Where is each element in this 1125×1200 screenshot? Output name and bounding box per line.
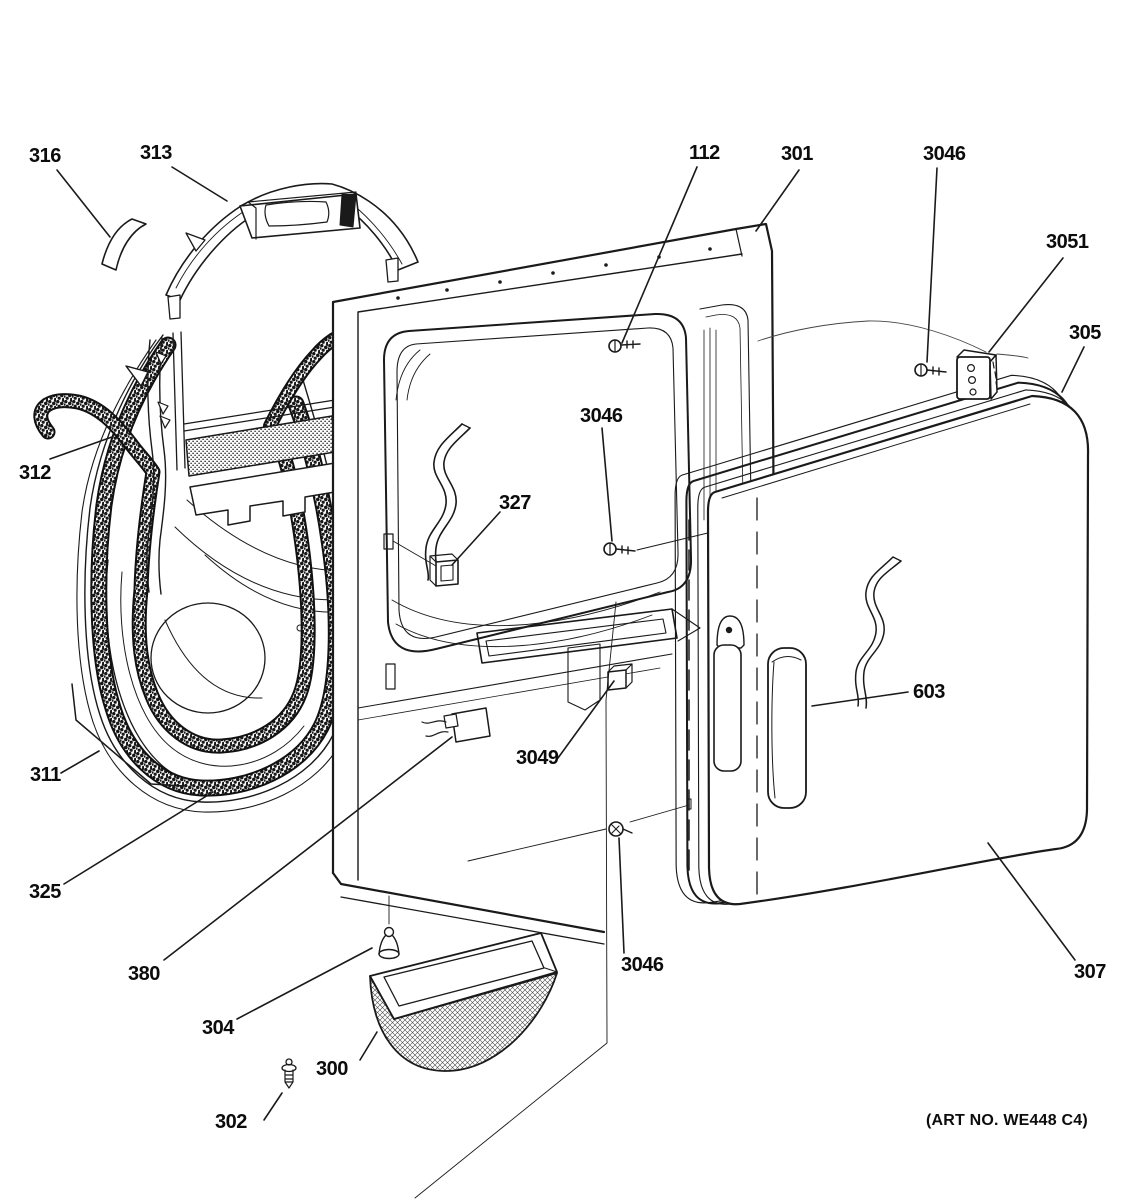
bulkhead-front [125,331,336,595]
part-label-3046-top: 3046 [923,143,966,165]
screw-112 [608,339,641,353]
felt-seal-loop [90,332,345,797]
part-label-380: 380 [128,963,160,985]
part-label-312: 312 [19,462,51,484]
part-label-313: 313 [140,142,172,164]
part-label-3046-low: 3046 [621,954,664,976]
assembly-bracket-line [71,683,185,787]
cone-bumper-304 [378,926,400,960]
part-label-327: 327 [499,492,531,514]
screw-302 [281,1058,297,1089]
top-trim-arch-313 [165,182,419,320]
door-assembly [674,374,1090,906]
panel-door-opening [383,312,693,653]
part-label-302: 302 [215,1111,247,1133]
screw-3046-mid [603,542,636,556]
clip-3049 [607,663,633,691]
screw-3046-low [608,821,633,837]
cabinet-ghost-line [757,320,1029,359]
art-number: (ART NO. WE448 C4) [926,1112,1088,1129]
part-label-301: 301 [781,143,813,165]
lint-filter-300 [369,932,558,1072]
seal-312 [33,393,316,754]
part-label-3046-mid: 3046 [580,405,623,427]
part-label-316: 316 [29,145,61,167]
seal-strip-316 [101,218,147,271]
clip-327 [429,553,459,587]
part-label-3051: 3051 [1046,231,1089,253]
lint-slot-opening [476,608,678,664]
part-label-305: 305 [1069,322,1101,344]
screw-3046-top [914,363,947,377]
part-label-304: 304 [202,1017,234,1039]
part-label-3049: 3049 [516,747,559,769]
part-label-307: 307 [1074,961,1106,983]
door-switch-380 [421,707,491,743]
front-panel-301 [331,222,776,1199]
door-handle-603 [767,647,807,809]
leader-lines [49,166,1085,1121]
part-label-300: 300 [316,1058,348,1080]
part-label-311: 311 [30,764,61,786]
part-label-325: 325 [29,881,61,903]
outer-door-307 [706,394,1090,906]
hinge-3051 [956,349,998,400]
part-label-112: 112 [689,142,720,164]
part-label-603: 603 [913,681,945,703]
